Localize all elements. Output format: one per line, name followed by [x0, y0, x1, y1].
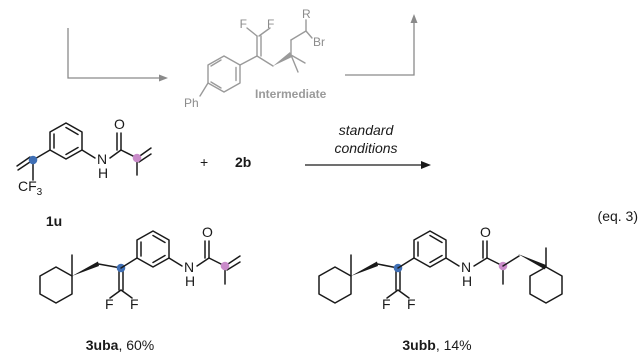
fluorine-1-3uba: F — [105, 296, 114, 312]
product-3ubb-structure — [318, 230, 563, 304]
intermediate-fluorine-2: F — [267, 17, 274, 31]
reactant-2b-label: 2b — [235, 154, 251, 170]
trifluoromethyl-label: CF3 — [18, 178, 43, 198]
amide-nitrogen-3uba: N — [184, 259, 194, 275]
left-flow-arrow — [67, 28, 168, 82]
fluorine-2-3uba: F — [130, 296, 139, 312]
intermediate-structure: F F R Br Ph — [184, 7, 325, 110]
carbonyl-oxygen-3uba: O — [202, 224, 213, 240]
intermediate-label: Intermediate — [255, 87, 327, 101]
amide-hydrogen-3uba: H — [185, 273, 195, 289]
carbonyl-oxygen-1u: O — [114, 116, 125, 132]
intermediate-bromine: Br — [313, 35, 325, 49]
amide-hydrogen-3ubb: H — [462, 273, 472, 289]
amide-hydrogen-1u: H — [98, 165, 108, 181]
fluorine-2-3ubb: F — [407, 296, 416, 312]
reactant-1u-label: 1u — [46, 213, 62, 229]
conditions-line-1: standard — [339, 122, 395, 138]
reaction-arrow — [305, 161, 431, 169]
reactant-1u-structure — [16, 122, 152, 181]
product-3uba-structure — [39, 230, 241, 304]
equation-number: (eq. 3) — [598, 208, 638, 224]
right-flow-arrow — [345, 14, 418, 76]
conditions-line-2: conditions — [334, 140, 397, 156]
radical-site-pink-1u — [132, 153, 142, 163]
intermediate-r-group: R — [302, 7, 311, 21]
intermediate-phenyl: Ph — [184, 96, 199, 110]
amide-nitrogen-3ubb: N — [461, 259, 471, 275]
plus-sign: + — [200, 154, 208, 170]
intermediate-fluorine-1: F — [240, 17, 247, 31]
radical-site-blue-1u — [28, 155, 38, 165]
product-3ubb-caption: 3ubb, 14% — [402, 337, 471, 353]
amide-nitrogen-1u: N — [97, 151, 107, 167]
fluorine-1-3ubb: F — [382, 296, 391, 312]
carbonyl-oxygen-3ubb: O — [480, 224, 491, 240]
radical-site-pink-3uba — [220, 261, 230, 271]
product-3uba-caption: 3uba, 60% — [86, 337, 155, 353]
